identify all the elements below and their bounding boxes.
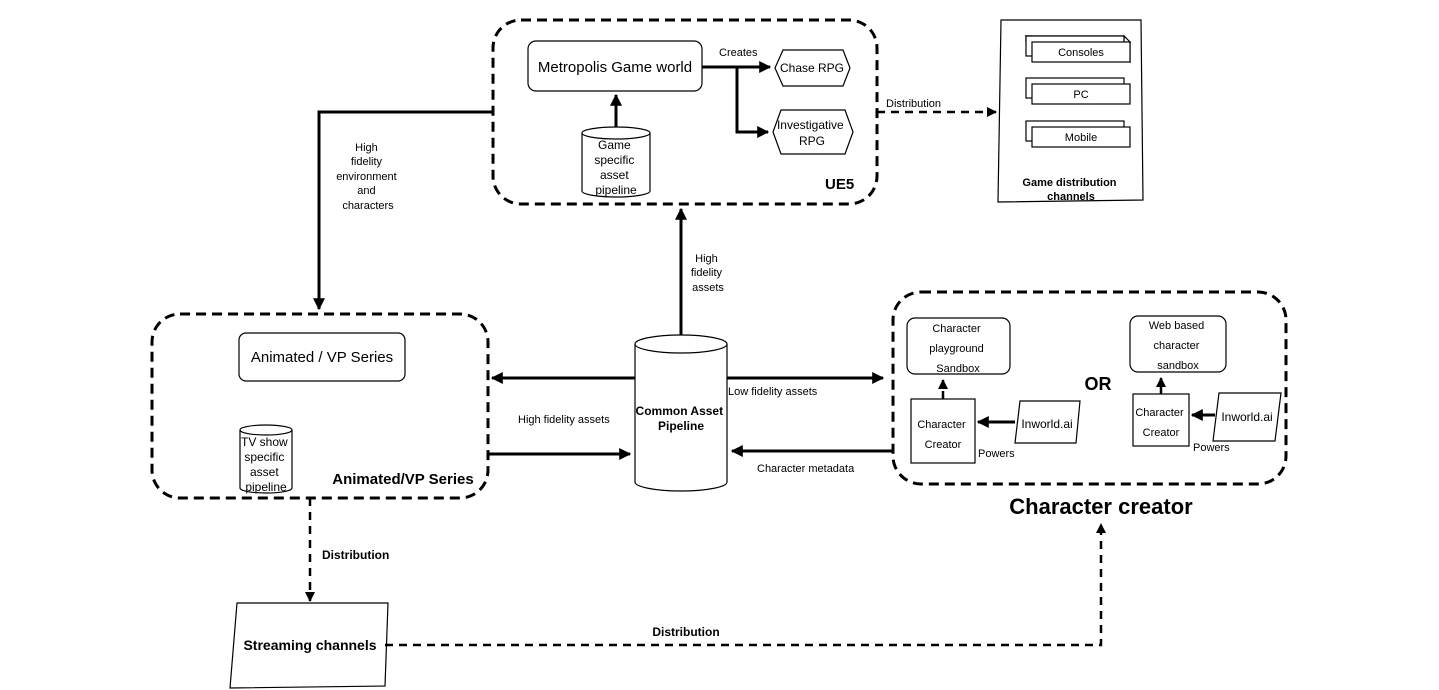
edge-distribution-streaming <box>385 523 1106 647</box>
svg-text:Consoles: Consoles <box>1058 47 1104 59</box>
animated-series-group-label: Animated/VP Series <box>332 471 473 488</box>
edge-distribution-streaming-label: Distribution <box>652 625 719 639</box>
playground-label: Character playground Sandbox <box>929 323 987 375</box>
creator-right-node <box>1132 393 1190 447</box>
edge-hf-env-chars-label: High fidelity environment and characters <box>336 142 400 212</box>
edge-distribution-series-label: Distribution <box>322 548 389 562</box>
svg-text:Mobile: Mobile <box>1065 132 1097 144</box>
pc-item: PC <box>1025 77 1131 105</box>
edge-powers-left-label: Powers <box>978 448 1015 460</box>
web-sandbox-node <box>1129 315 1227 373</box>
creator-left-node <box>910 398 976 464</box>
character-creator-group-label: Character creator <box>1009 494 1193 519</box>
edge-low-fidelity-label: Low fidelity assets <box>728 386 818 398</box>
playground-node <box>906 317 1011 375</box>
chase-rpg-node <box>774 49 851 87</box>
edge-creates-investigative <box>735 67 770 138</box>
svg-text:PC: PC <box>1073 89 1088 101</box>
metropolis-label: Metropolis Game world <box>538 59 692 76</box>
investigative-rpg-label: Investigative RPG <box>777 118 847 148</box>
inworld-right-label: Inworld.ai <box>1221 410 1272 424</box>
animated-vp-label: Animated / VP Series <box>251 349 393 366</box>
edge-creates-label: Creates <box>719 47 758 59</box>
common-pipeline-node <box>634 334 728 492</box>
ue5-group-label: UE5 <box>825 176 854 193</box>
web-sandbox-label: Web based character sandbox <box>1149 320 1208 372</box>
inworld-left-label: Inworld.ai <box>1021 417 1072 431</box>
chase-rpg-label: Chase RPG <box>780 61 844 75</box>
inworld-right-node <box>1212 392 1282 442</box>
animated-series-group <box>150 312 490 500</box>
consoles-item: Consoles <box>1024 34 1132 64</box>
creator-left-label: Character Creator <box>917 419 968 451</box>
or-label: OR <box>1085 374 1112 394</box>
inworld-left-node <box>1014 400 1081 444</box>
game-pipeline-label: Game specific asset pipeline <box>594 138 637 197</box>
streaming-label: Streaming channels <box>243 637 376 653</box>
edge-powers-right-label: Powers <box>1193 442 1230 454</box>
edge-distribution-game-label: Distribution <box>886 98 941 110</box>
edge-hf-assets-up-label: High fidelity assets <box>691 253 725 294</box>
mobile-item: Mobile <box>1025 120 1131 148</box>
tv-pipeline-label: TV show specific asset pipeline <box>241 435 291 494</box>
investigative-rpg-node <box>772 109 854 155</box>
edge-char-metadata-label: Character metadata <box>757 463 855 475</box>
edge-hf-assets-left-label: High fidelity assets <box>518 414 610 426</box>
tv-pipeline-node <box>239 424 293 494</box>
common-pipeline-label: Common Asset Pipeline <box>636 404 727 433</box>
game-channels-caption: Game distribution channels <box>1022 177 1119 203</box>
creator-right-label: Character Creator <box>1135 407 1186 439</box>
edge-hf-env-chars <box>313 110 493 311</box>
game-distribution-channels: Consoles PC Mobile Game distribution cha… <box>997 19 1144 203</box>
animated-vp-node <box>238 332 406 382</box>
character-creator-group <box>891 290 1288 486</box>
streaming-node <box>229 602 389 689</box>
